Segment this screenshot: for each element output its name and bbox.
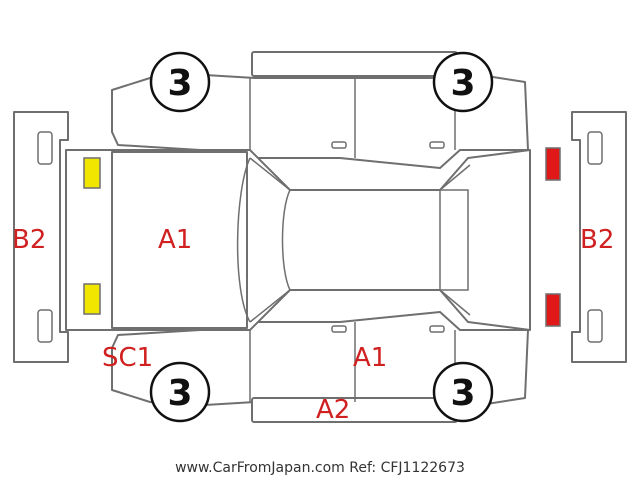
tire-front-left: 3 (149, 51, 211, 113)
top-side-panel (111, 51, 529, 169)
tire-tread-rear-right: 3 (450, 373, 475, 414)
rear-bumper (571, 111, 627, 363)
damage-label-lower-door: A1 (353, 343, 387, 373)
footer-reference: www.CarFromJapan.com Ref: CFJ1122673 (175, 460, 465, 476)
rear-right-taillight (545, 293, 561, 327)
front-bumper (13, 111, 69, 363)
tire-tread-front-right: 3 (450, 63, 475, 104)
damage-label-rear-bumper: B2 (580, 225, 614, 255)
front-left-headlight (83, 157, 101, 189)
car-body-top (65, 149, 531, 331)
tire-rear-right: 3 (432, 361, 494, 423)
tire-tread-front-left: 3 (167, 63, 192, 104)
damage-label-front-bumper: B2 (12, 225, 46, 255)
damage-label-front-corner: SC1 (102, 343, 153, 373)
tire-tread-rear-left: 3 (167, 373, 192, 414)
front-right-headlight (83, 283, 101, 315)
damage-label-lower-sill: A2 (316, 395, 350, 425)
tire-front-right: 3 (432, 51, 494, 113)
rear-left-taillight (545, 147, 561, 181)
bottom-side-panel (111, 311, 529, 423)
damage-label-hood: A1 (158, 225, 192, 255)
tire-rear-left: 3 (149, 361, 211, 423)
